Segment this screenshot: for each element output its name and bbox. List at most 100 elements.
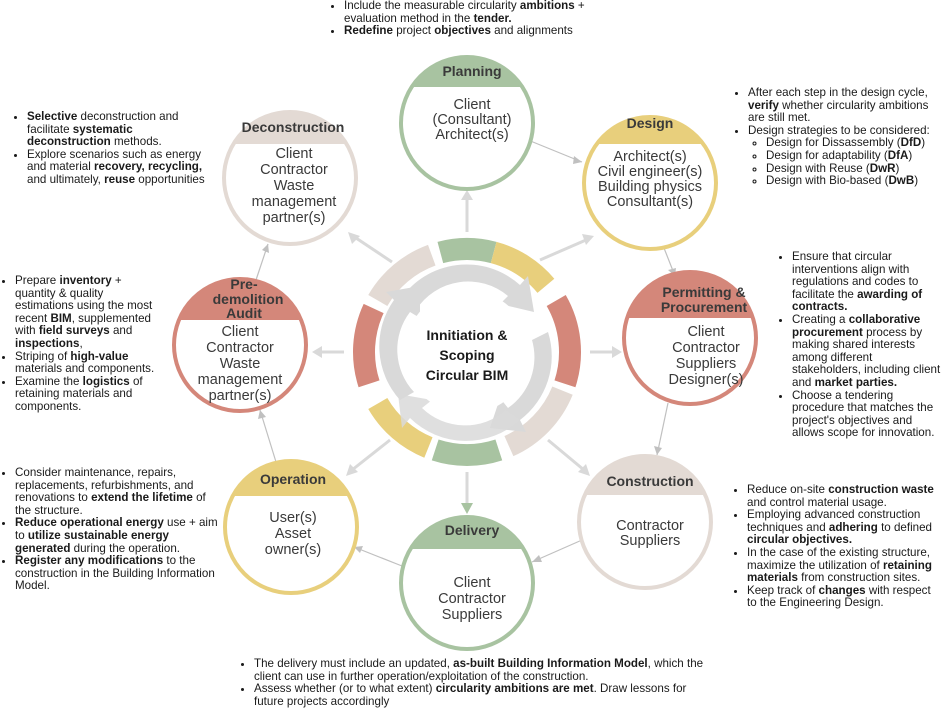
- note-item: Design with Reuse (DwR): [766, 162, 942, 176]
- note-deconstruction: Selective deconstruction and facilitate …: [13, 110, 218, 187]
- note-delivery: The delivery must include an updated, as…: [240, 657, 710, 708]
- note-item: The delivery must include an updated, as…: [254, 657, 710, 683]
- note-emphasis: reuse: [104, 172, 136, 186]
- node-planning-body-1: Client: [453, 97, 490, 113]
- spoke-design: [539, 238, 587, 262]
- node-delivery-title: Delivery: [445, 522, 500, 538]
- note-text: Explore scenarios such as energy and mat…: [27, 147, 201, 174]
- note-item: Prepare inventory + quantity & quality e…: [15, 274, 161, 351]
- spoke-permitting-arrowhead: [612, 346, 622, 358]
- note-text: of retaining materials and components.: [15, 374, 143, 413]
- note-text: ): [908, 148, 913, 162]
- connector-permitting-construction: [656, 402, 669, 456]
- note-emphasis: DwB: [888, 174, 915, 188]
- note-text: and control material usage.: [747, 495, 887, 509]
- note-text: deconstruction and facilitate: [27, 110, 179, 136]
- note-item: Reduce on-site construction waste and co…: [747, 483, 943, 509]
- note-item: Selective deconstruction and facilitate …: [27, 110, 218, 149]
- note-emphasis: Reduce operational energy: [15, 516, 164, 530]
- note-text: to defined: [877, 520, 932, 534]
- note-text: Striping of: [15, 349, 71, 363]
- note-text: Creating a: [792, 312, 849, 326]
- spoke-deconstruction-arrowhead: [348, 232, 360, 244]
- note-text: whether circularity ambitions are still …: [748, 98, 929, 125]
- note-item: Assess whether (or to what extent) circu…: [254, 682, 710, 708]
- note-item: Creating a collaborative procurement pro…: [792, 312, 944, 390]
- spoke-arrows: [312, 190, 622, 514]
- note-text: + evaluation method in the: [344, 0, 585, 25]
- note-item: Explore scenarios such as energy and mat…: [27, 147, 218, 187]
- note-emphasis: collaborative procurement: [792, 312, 921, 339]
- note-text: , which the client can use in further op…: [254, 657, 704, 683]
- note-text: to the construction in the Building Info…: [15, 554, 215, 593]
- connector-operation-predemolition-arrowhead: [258, 410, 266, 419]
- note-text: methods.: [110, 135, 162, 149]
- node-predemolition-title-2: demolition: [213, 291, 284, 307]
- note-item: In the case of the existing structure, m…: [747, 545, 943, 585]
- note-emphasis: ambitions: [519, 0, 575, 12]
- note-emphasis: inventory: [59, 274, 112, 287]
- note-text: Prepare: [15, 274, 60, 287]
- note-text: Keep track of: [747, 583, 819, 597]
- center-label-line-3: Circular BIM: [426, 367, 508, 383]
- note-text: Reduce on-site: [747, 483, 829, 496]
- note-item: Design for adaptability (DfA): [766, 148, 942, 163]
- note-item: Design with Bio-based (DwB): [766, 174, 942, 188]
- note-list: Prepare inventory + quantity & quality e…: [1, 274, 161, 414]
- note-emphasis: construction waste: [828, 483, 934, 496]
- note-emphasis: Redefine: [344, 24, 393, 38]
- node-predemolition-body-3: Waste: [220, 356, 261, 372]
- note-text: Design for Dissassembly (: [766, 136, 901, 150]
- note-text: from construction sites.: [797, 571, 921, 585]
- connector-predemolition-deconstruction-arrowhead: [262, 244, 269, 253]
- spoke-construction-arrowhead: [578, 464, 590, 476]
- note-emphasis: high-value: [70, 349, 129, 363]
- note-item: Design strategies to be considered: Desi…: [748, 124, 942, 188]
- note-emphasis: awarding of contracts.: [792, 287, 923, 314]
- note-text: and ultimately,: [27, 172, 105, 186]
- note-item: Consider maintenance, repairs, replaceme…: [15, 466, 221, 517]
- note-list: Selective deconstruction and facilitate …: [13, 110, 218, 187]
- node-permitting-body-1: Client: [687, 324, 724, 340]
- note-item: Ensure that circular interventions align…: [792, 250, 944, 314]
- connector-planning-design: [527, 139, 583, 163]
- node-deconstruction-body-3: Waste: [274, 178, 315, 194]
- node-predemolition-body-1: Client: [221, 324, 258, 340]
- note-emphasis: DfA: [887, 148, 909, 162]
- note-text: + quantity & quality estimations using t…: [15, 274, 153, 325]
- cycle-arrow-top: [400, 264, 534, 312]
- spoke-deconstruction: [355, 236, 393, 264]
- note-item: Choose a tendering procedure that matche…: [792, 389, 944, 440]
- note-text: Assess whether (or to what extent): [254, 682, 436, 696]
- note-item: Employing advanced construction techniqu…: [747, 508, 943, 547]
- connector-operation-predemolition: [259, 409, 277, 463]
- ring-segment-design: [490, 241, 555, 293]
- note-text: Design for adaptability (: [766, 148, 888, 162]
- note-emphasis: BIM: [50, 311, 72, 325]
- note-text: In the case of the existing structure, m…: [747, 545, 931, 572]
- spoke-operation-arrowhead: [346, 464, 358, 476]
- cycle-arrow-bottom: [398, 394, 520, 441]
- cycle-arrow-right: [490, 332, 552, 432]
- node-planning-body-3: Architect(s): [435, 127, 508, 143]
- node-predemolition-body-2: Contractor: [206, 340, 274, 356]
- node-delivery: Delivery Client Contractor Suppliers: [399, 515, 535, 651]
- ring-segment-construction: [504, 386, 573, 457]
- node-operation-body-1: User(s): [269, 510, 317, 526]
- note-emphasis: verify: [748, 98, 779, 112]
- cycle-arrow-left: [379, 286, 420, 400]
- note-list: Include the measurable circularity ambit…: [330, 0, 630, 38]
- node-planning-body-2: (Consultant): [433, 112, 512, 128]
- spoke-predemolition-arrowhead: [312, 346, 322, 358]
- note-text: materials and components.: [15, 362, 155, 376]
- note-text: of the structure.: [15, 491, 206, 517]
- node-deconstruction: Deconstruction Client Contractor Waste m…: [222, 110, 358, 246]
- spoke-planning-arrowhead: [461, 190, 473, 200]
- node-predemolition-body-5: partner(s): [209, 388, 272, 404]
- node-construction-title: Construction: [606, 473, 693, 489]
- spoke-construction: [547, 438, 585, 472]
- note-text: with respect to the Engineering Design.: [747, 583, 931, 610]
- note-emphasis: recovery, recycling,: [94, 160, 203, 174]
- note-item: Redefine project objectives and alignmen…: [344, 24, 630, 38]
